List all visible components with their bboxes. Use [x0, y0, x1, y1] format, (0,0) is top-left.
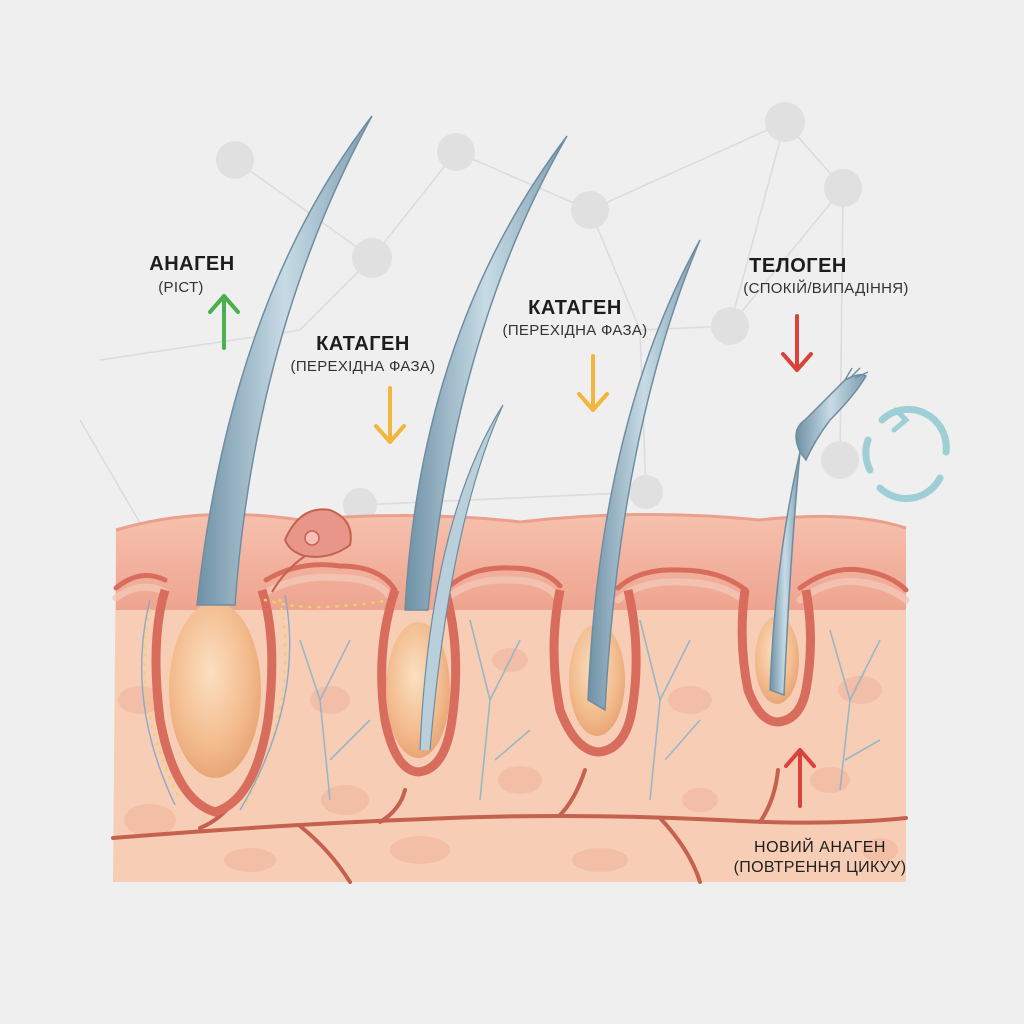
phase-subtitle: (ПЕРЕХІДНА ФАЗА): [278, 359, 448, 374]
phase-subtitle: (СПОКІЙ/ВИПАДІННЯ): [726, 281, 926, 296]
phase-title: КАТАГЕН: [490, 298, 660, 318]
hair-bulb: [169, 602, 261, 778]
footer-title: НОВИЙ АНАГЕН: [722, 840, 918, 856]
phase-subtitle: (ПЕРЕХІДНА ФАЗА): [490, 323, 660, 338]
footer-label-new-anagen: НОВИЙ АНАГЕН (ПОВТРЕННЯ ЦИКУУ): [722, 840, 918, 876]
phase-label-anagen: АНАГЕН (РІСТ): [132, 254, 252, 295]
phase-label-catagen-2: КАТАГЕН (ПЕРЕХІДНА ФАЗА): [490, 298, 660, 338]
phase-label-telogen: ТЕЛОГЕН (СПОКІЙ/ВИПАДІННЯ): [726, 256, 926, 296]
phase-title: АНАГЕН: [132, 254, 252, 274]
arrow-down-icon: [376, 388, 404, 442]
phase-subtitle: (РІСТ): [110, 280, 252, 295]
arrow-down-icon: [783, 316, 811, 370]
arrow-down-icon: [579, 356, 607, 410]
phase-label-catagen-1: КАТАГЕН (ПЕРЕХІДНА ФАЗА): [278, 334, 448, 374]
phase-title: КАТАГЕН: [278, 334, 448, 354]
phase-title: ТЕЛОГЕН: [670, 256, 926, 276]
footer-subtitle: (ПОВТРЕННЯ ЦИКУУ): [722, 860, 918, 876]
cycle-icon: [866, 409, 946, 498]
